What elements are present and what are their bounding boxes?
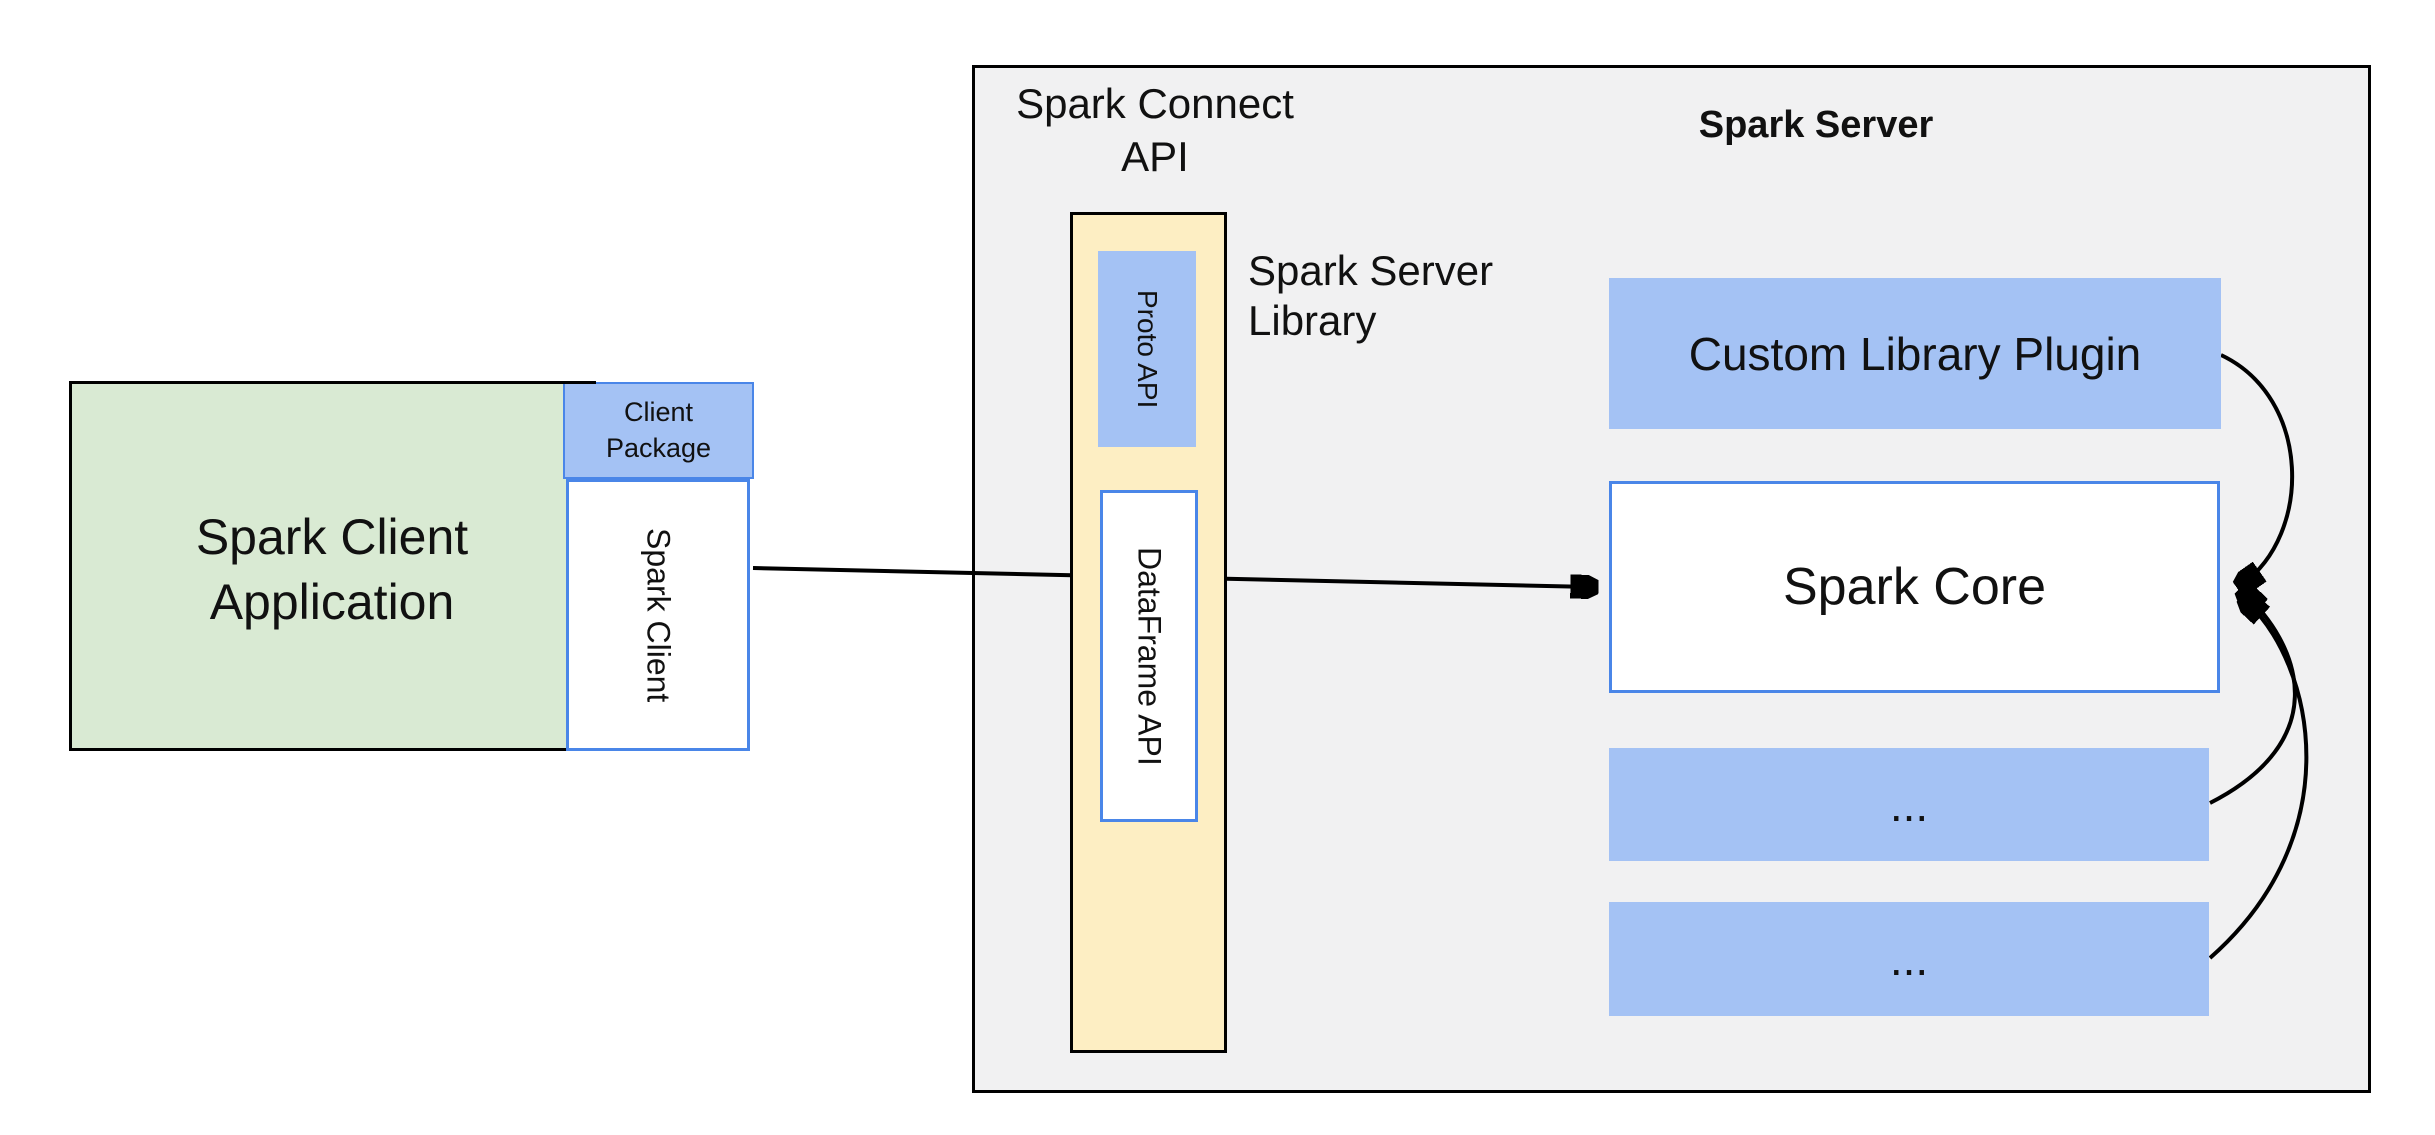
custom-library-plugin-box: Custom Library Plugin xyxy=(1609,278,2221,429)
extension-box-2: ... xyxy=(1609,902,2209,1016)
spark-server-title: Spark Server xyxy=(1698,103,1934,146)
proto-api-box: Proto API xyxy=(1098,251,1196,447)
spark-client-application-label: Spark Client Application xyxy=(195,509,469,630)
spark-server-library-label: Spark Server Library xyxy=(1248,247,1494,345)
client-package-label: Client Package xyxy=(605,397,712,463)
dataframe-api-label: DataFrame API xyxy=(1131,546,1168,766)
spark-connect-api-title: Spark Connect API xyxy=(1016,80,1294,180)
client-package-box: Client Package xyxy=(563,382,754,479)
spark-client-label: Spark Client xyxy=(640,527,677,703)
dataframe-api-box: DataFrame API xyxy=(1100,490,1198,822)
spark-client-application-box xyxy=(69,381,595,751)
extension-box-1: ... xyxy=(1609,748,2209,861)
green-box-border-overlap xyxy=(563,381,596,384)
spark-client-box: Spark Client xyxy=(566,479,750,751)
spark-core-box: Spark Core xyxy=(1609,481,2220,693)
proto-api-label: Proto API xyxy=(1132,289,1163,409)
